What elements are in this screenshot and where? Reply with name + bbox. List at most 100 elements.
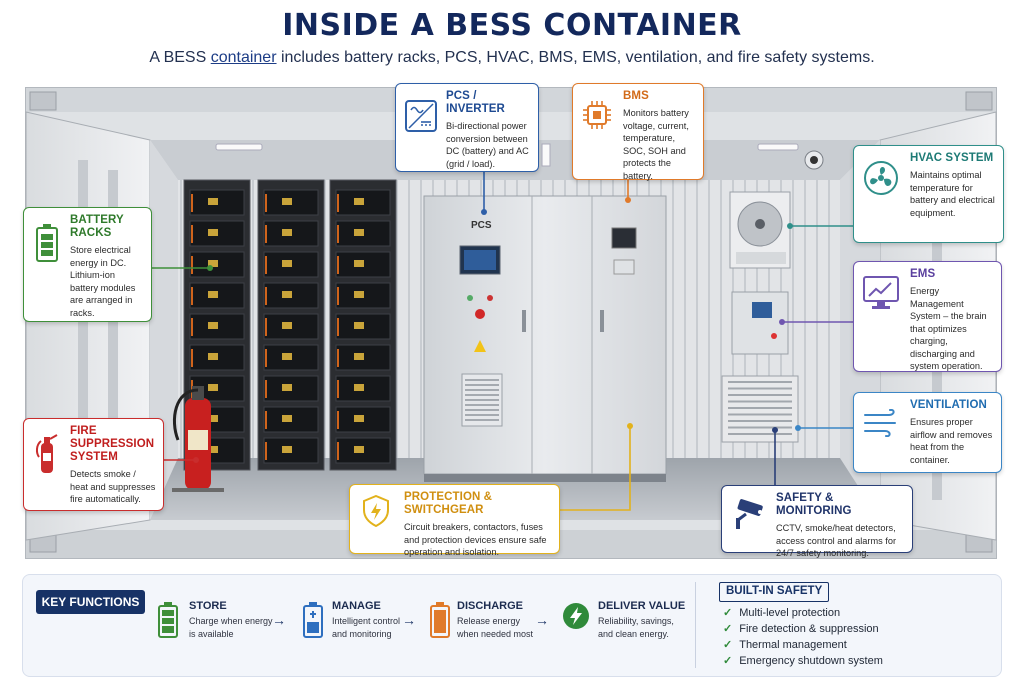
callout-fire-suppression: FIRE SUPPRESSION SYSTEM Detects smoke / …	[23, 418, 164, 511]
callout-ems: EMS Energy Management System – the brain…	[853, 261, 1002, 372]
battery-module-label	[354, 415, 364, 422]
battery-module-label	[354, 260, 364, 267]
function-manage: MANAGE Intelligent control and monitorin…	[303, 600, 413, 641]
function-discharge-title: DISCHARGE	[457, 600, 524, 612]
safety-item: ✓ Multi-level protection	[723, 606, 840, 619]
key-functions-badge: KEY FUNCTIONS	[36, 590, 145, 614]
function-deliver-value-title: DELIVER VALUE	[598, 600, 686, 612]
battery-module-label	[208, 229, 218, 236]
subtitle-link-container[interactable]: container	[210, 49, 277, 66]
battery-module-label	[282, 260, 292, 267]
battery-module	[263, 437, 319, 464]
arrow-right-icon: →	[402, 612, 416, 628]
battery-full-icon	[158, 602, 178, 638]
function-store-title: STORE	[189, 600, 227, 612]
callout-bms: BMS Monitors battery voltage, current, t…	[572, 83, 704, 181]
check-icon: ✓	[723, 607, 733, 619]
pcs-cabinet	[423, 195, 667, 482]
bottom-panel	[22, 574, 1002, 677]
battery-module-label	[354, 353, 364, 360]
chip-icon	[583, 101, 611, 129]
ems-desc: Energy Management System – the brain tha…	[910, 286, 987, 371]
battery-racks	[183, 179, 397, 471]
check-icon: ✓	[723, 655, 733, 667]
hvac-desc: Maintains optimal temperature for batter…	[910, 170, 995, 218]
fire-suppression-desc: Detects smoke / heat and suppresses fire…	[70, 469, 156, 504]
safety-item: ✓ Emergency shutdown system	[723, 654, 883, 667]
callout-safety-monitoring: SAFETY & MONITORING CCTV, smoke/heat det…	[721, 485, 913, 558]
built-in-safety-badge: BUILT-IN SAFETY	[719, 582, 830, 602]
callout-ventilation: VENTILATION Ensures proper airflow and r…	[853, 392, 1002, 473]
check-icon: ✓	[723, 623, 733, 635]
battery-module-label	[282, 322, 292, 329]
airflow-icon	[864, 409, 896, 437]
safety-item-label: Emergency shutdown system	[739, 655, 883, 667]
callout-pcs-inverter: PCS / INVERTER Bi-directional power conv…	[395, 83, 539, 172]
check-icon: ✓	[723, 639, 733, 651]
panel-divider	[695, 582, 696, 668]
callout-battery-racks: BATTERY RACKS Store electrical energy in…	[23, 207, 152, 322]
ventilation-desc: Ensures proper airflow and removes heat …	[910, 417, 993, 465]
subtitle-pre: A BESS	[149, 49, 211, 66]
fan-icon	[864, 161, 898, 195]
battery-module-label	[208, 198, 218, 205]
battery-module	[263, 282, 319, 309]
safety-item-label: Fire detection & suppression	[739, 623, 879, 635]
hvac-unit	[729, 191, 791, 269]
arrow-right-icon: →	[535, 612, 549, 628]
battery-module-label	[354, 446, 364, 453]
callout-protection-switchgear: PROTECTION & SWITCHGEAR Circuit breakers…	[349, 484, 560, 557]
page-subtitle: A BESS container includes battery racks,…	[0, 49, 1024, 67]
battery-module-label	[282, 353, 292, 360]
pcs-inverter-title: PCS / INVERTER	[446, 90, 505, 115]
safety-monitoring-desc: CCTV, smoke/heat detectors, access contr…	[776, 523, 896, 558]
shield-bolt-icon	[363, 495, 389, 527]
battery-module-label	[282, 229, 292, 236]
fire-suppression-title: FIRE SUPPRESSION SYSTEM	[70, 425, 155, 463]
battery-module-label	[282, 384, 292, 391]
fire-extinguisher-icon	[35, 434, 58, 473]
function-store-desc: Charge when energy is available	[189, 616, 273, 639]
safety-item-label: Multi-level protection	[739, 607, 841, 619]
battery-module-label	[354, 229, 364, 236]
battery-module	[189, 220, 245, 247]
protection-desc: Circuit breakers, contactors, fuses and …	[404, 522, 547, 557]
safety-item: ✓Thermal management	[723, 638, 847, 651]
function-deliver-value: DELIVER VALUE Reliability, savings, and …	[562, 600, 687, 641]
ems-panel	[731, 291, 789, 355]
function-manage-desc: Intelligent control and monitoring	[332, 616, 401, 639]
battery-module-label	[208, 384, 218, 391]
battery-icon	[36, 224, 58, 262]
inverter-icon	[405, 100, 437, 132]
battery-module-label	[282, 415, 292, 422]
safety-monitoring-title: SAFETY & MONITORING	[776, 492, 852, 517]
cctv-camera-icon	[736, 499, 763, 529]
monitor-chart-icon	[863, 276, 899, 309]
pcs-cabinet-label: PCS	[471, 220, 492, 231]
subtitle-post: includes battery racks, PCS, HVAC, BMS, …	[276, 49, 875, 66]
function-manage-title: MANAGE	[332, 600, 381, 612]
battery-manage-icon	[303, 602, 323, 638]
bms-desc: Monitors battery voltage, current, tempe…	[623, 108, 689, 181]
leader-lines	[152, 172, 853, 511]
safety-item: ✓ Fire detection & suppression	[723, 622, 879, 635]
battery-module-label	[282, 446, 292, 453]
battery-discharge-icon	[430, 602, 450, 638]
battery-module-label	[354, 198, 364, 205]
battery-module-label	[354, 291, 364, 298]
ventilation-title: VENTILATION	[910, 399, 987, 411]
battery-module-label	[208, 353, 218, 360]
function-discharge-desc: Release energy when needed most	[457, 616, 534, 639]
battery-module-label	[208, 291, 218, 298]
function-store: STORE Charge when energy is available	[158, 600, 278, 641]
battery-module-label	[208, 322, 218, 329]
battery-module-label	[282, 291, 292, 298]
battery-racks-desc: Store electrical energy in DC. Lithium-i…	[70, 245, 136, 318]
battery-module-label	[208, 446, 218, 453]
arrow-right-icon: →	[272, 612, 286, 628]
page-title: INSIDE A BESS CONTAINER	[282, 8, 742, 43]
protection-title: PROTECTION & SWITCHGEAR	[404, 491, 493, 516]
battery-module-label	[208, 260, 218, 267]
callout-hvac-system: HVAC SYSTEM Maintains optimal temperatur…	[853, 145, 1004, 243]
